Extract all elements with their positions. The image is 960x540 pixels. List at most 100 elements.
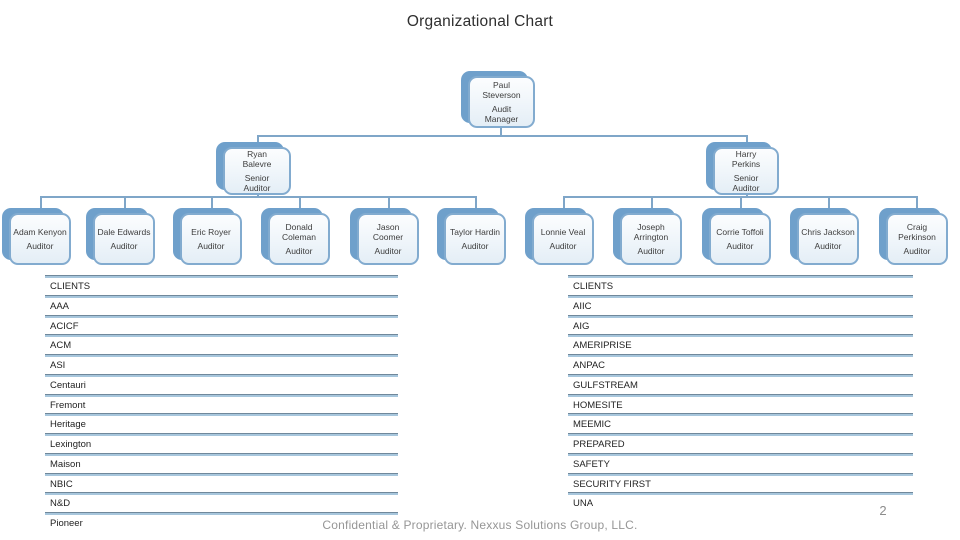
connector-line: [740, 196, 742, 213]
org-node-auditor: Jason Coomer Auditor: [350, 208, 419, 265]
person-title: Auditor: [903, 246, 931, 256]
person-title: Senior Auditor: [243, 173, 271, 194]
person-title: Auditor: [549, 241, 577, 251]
person-name: Ryan Balevre: [242, 148, 272, 169]
org-node-auditor: Dale Edwards Auditor: [86, 208, 155, 265]
org-node-auditor: Craig Perkinson Auditor: [879, 208, 948, 265]
org-node-auditor: Adam Kenyon Auditor: [2, 208, 71, 265]
person-name: Chris Jackson: [801, 226, 855, 237]
org-node-auditor: Taylor Hardin Auditor: [437, 208, 506, 265]
person-name: Jason Coomer: [372, 221, 404, 242]
org-node-auditor: Chris Jackson Auditor: [790, 208, 859, 265]
connector-line: [475, 196, 477, 213]
node-card: Harry Perkins Senior Auditor: [713, 147, 779, 195]
org-node-auditor: Donald Coleman Auditor: [261, 208, 330, 265]
org-node-auditor: Eric Royer Auditor: [173, 208, 242, 265]
client-row: UNA: [568, 492, 913, 512]
node-card: Ryan Balevre Senior Auditor: [223, 147, 291, 195]
client-row: AMERIPRISE: [568, 334, 913, 354]
node-card: Adam Kenyon Auditor: [9, 213, 71, 265]
client-row: SECURITY FIRST: [568, 472, 913, 493]
client-row: GULFSTREAM: [568, 373, 913, 394]
person-name: Taylor Hardin: [449, 226, 501, 237]
connector-line: [651, 196, 653, 213]
person-title: Auditor: [726, 241, 754, 251]
person-name: Eric Royer: [191, 226, 231, 237]
client-row: ACM: [45, 334, 398, 354]
person-title: Auditor: [637, 246, 665, 256]
client-row: MEEMIC: [568, 413, 913, 433]
person-title: Audit Manager: [484, 104, 519, 125]
person-name: Paul Steverson: [482, 79, 521, 100]
person-title: Auditor: [26, 241, 54, 251]
org-node-auditor: Joseph Arrington Auditor: [613, 208, 682, 265]
connector-line: [563, 196, 565, 213]
person-title: Auditor: [814, 241, 842, 251]
connector-line: [299, 196, 301, 213]
node-card: Lonnie Veal Auditor: [532, 213, 594, 265]
client-row: Maison: [45, 452, 398, 473]
client-row: Centauri: [45, 373, 398, 394]
connector-line: [500, 128, 502, 137]
person-title: Auditor: [461, 241, 489, 251]
client-row: NBIC: [45, 472, 398, 493]
client-row: AAA: [45, 294, 398, 315]
client-row: Lexington: [45, 433, 398, 453]
client-row: HOMESITE: [568, 393, 913, 414]
person-name: Lonnie Veal: [540, 226, 586, 237]
client-row: ASI: [45, 354, 398, 374]
client-row: SAFETY: [568, 452, 913, 473]
client-list-header: CLIENTS: [45, 275, 398, 295]
node-card: Chris Jackson Auditor: [797, 213, 859, 265]
person-name: Craig Perkinson: [898, 221, 936, 242]
person-title: Senior Auditor: [732, 173, 760, 194]
client-row: Fremont: [45, 393, 398, 414]
client-list-header: CLIENTS: [568, 275, 913, 295]
connector-line: [257, 135, 747, 137]
client-row: Pioneer: [45, 512, 398, 532]
org-node-senior-auditor: Ryan Balevre Senior Auditor: [216, 142, 291, 195]
person-name: Corrie Toffoli: [716, 226, 764, 237]
node-card: Paul Steverson Audit Manager: [468, 76, 535, 128]
org-node-audit-manager: Paul Steverson Audit Manager: [461, 71, 535, 128]
page-number: 2: [879, 503, 887, 518]
node-card: Jason Coomer Auditor: [357, 213, 419, 265]
person-name: Joseph Arrington: [633, 221, 669, 242]
client-list-left: CLIENTS AAA ACICF ACM ASI Centauri Fremo…: [45, 275, 398, 532]
client-list-right: CLIENTS AIIC AIG AMERIPRISE ANPAC GULFST…: [568, 275, 913, 512]
connector-line: [257, 135, 259, 147]
connector-line: [746, 135, 748, 147]
node-card: Eric Royer Auditor: [180, 213, 242, 265]
slide-title: Organizational Chart: [406, 13, 554, 30]
client-row: AIIC: [568, 294, 913, 315]
connector-line: [40, 196, 42, 213]
node-card: Joseph Arrington Auditor: [620, 213, 682, 265]
connector-line: [388, 196, 390, 213]
person-title: Auditor: [285, 246, 313, 256]
connector-line: [916, 196, 918, 213]
person-title: Auditor: [197, 241, 225, 251]
connector-line: [124, 196, 126, 213]
client-row: ACICF: [45, 314, 398, 335]
client-row: PREPARED: [568, 433, 913, 453]
client-row: N&D: [45, 492, 398, 512]
person-name: Adam Kenyon: [13, 226, 67, 237]
node-card: Taylor Hardin Auditor: [444, 213, 506, 265]
person-name: Dale Edwards: [97, 226, 151, 237]
org-node-auditor: Lonnie Veal Auditor: [525, 208, 594, 265]
node-card: Craig Perkinson Auditor: [886, 213, 948, 265]
footer-text: Confidential & Proprietary. Nexxus Solut…: [322, 518, 638, 532]
client-row: AIG: [568, 314, 913, 335]
connector-line: [40, 196, 477, 198]
person-name: Harry Perkins: [731, 148, 761, 169]
connector-line: [211, 196, 213, 213]
person-title: Auditor: [110, 241, 138, 251]
org-node-auditor: Corrie Toffoli Auditor: [702, 208, 771, 265]
node-card: Donald Coleman Auditor: [268, 213, 330, 265]
node-card: Dale Edwards Auditor: [93, 213, 155, 265]
client-row: Heritage: [45, 413, 398, 433]
client-row: ANPAC: [568, 354, 913, 374]
connector-line: [828, 196, 830, 213]
node-card: Corrie Toffoli Auditor: [709, 213, 771, 265]
